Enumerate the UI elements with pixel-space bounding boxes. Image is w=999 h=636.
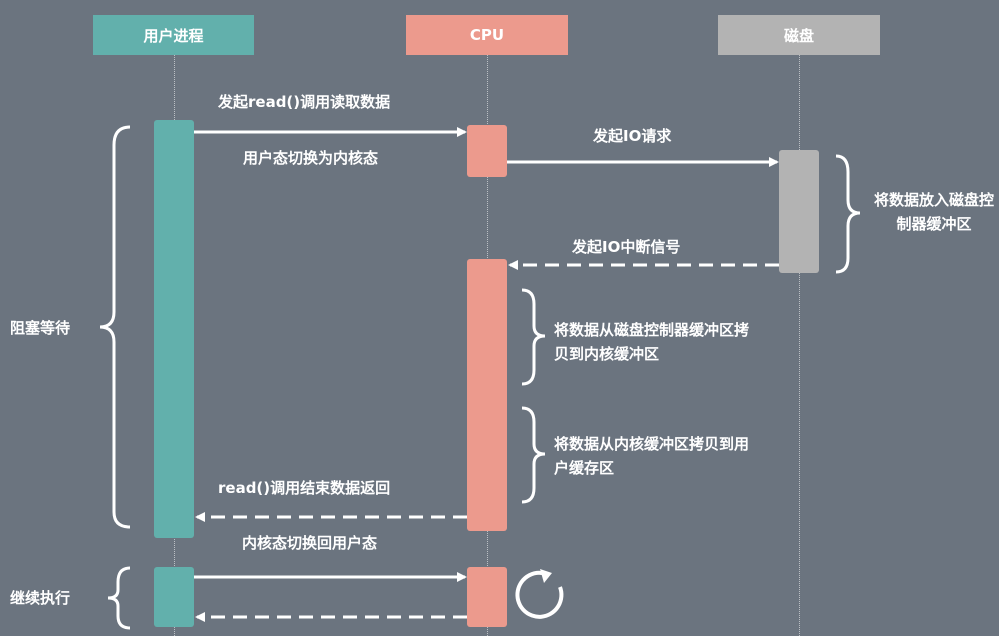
user-process-activation-continue [154,567,194,627]
label-io-interrupt: 发起IO中断信号 [572,238,681,256]
cpu-activation-switch [467,125,507,177]
brace-copy-to-kernel [521,288,546,386]
label-issue-io: 发起IO请求 [593,127,672,145]
label-user-to-kernel: 用户态切换为内核态 [243,149,379,167]
lifeline-disk [799,55,800,636]
lane-header-cpu: CPU [406,15,568,55]
lane-header-user-process: 用户进程 [93,15,254,55]
user-process-activation-blocked [154,120,194,538]
brace-copy-to-user [521,406,546,504]
disk-activation [779,150,819,273]
note-copy-to-kernel: 将数据从磁盘控制器缓冲区拷贝到内核缓冲区 [554,321,750,363]
label-continue: 继续执行 [10,589,71,607]
brace-disk-buffer [835,154,861,274]
lane-header-disk: 磁盘 [718,15,880,55]
label-issue-read: 发起read()调用读取数据 [218,93,391,111]
cpu-activation-continue [467,567,507,627]
cpu-activation-copy [467,259,507,531]
label-blocked: 阻塞等待 [10,319,71,337]
brace-continue [107,566,131,630]
note-copy-to-user: 将数据从内核缓冲区拷贝到用户缓存区 [554,435,750,477]
label-kernel-to-user: 内核态切换回用户态 [242,534,378,552]
note-disk-buffer: 将数据放入磁盘控制器缓冲区 [873,191,994,233]
cycle-icon [515,569,564,619]
brace-blocked [99,125,131,529]
label-read-return: read()调用结束数据返回 [218,479,391,497]
